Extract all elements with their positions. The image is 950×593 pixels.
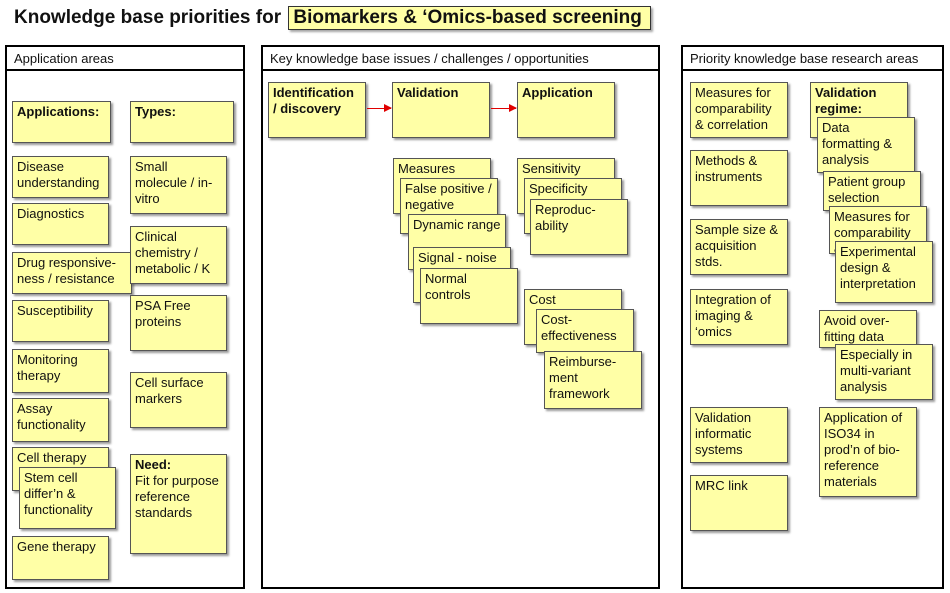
research-note: Integration of imaging & ‘omics bbox=[690, 289, 788, 345]
application-note: Monitoring therapy bbox=[12, 349, 109, 393]
regime-note: Especially in multi-variant analysis bbox=[835, 344, 933, 400]
regime-note: Experimental design & interpretation bbox=[835, 241, 933, 303]
research-note: Measures for comparability & correlation bbox=[690, 82, 788, 138]
applications-heading-note: Applications: bbox=[12, 101, 111, 143]
stage-note-identification: Identification / discovery bbox=[268, 82, 366, 138]
key-issues-header: Key knowledge base issues / challenges /… bbox=[263, 47, 658, 71]
application-areas-panel: Application areas Applications: Types: D… bbox=[5, 45, 245, 589]
red-arrow bbox=[491, 104, 517, 112]
type-note: Cell surface markers bbox=[130, 372, 227, 428]
application-areas-header: Application areas bbox=[7, 47, 243, 71]
type-note: Small molecule / in-vitro bbox=[130, 156, 227, 214]
stage-note-application: Application bbox=[517, 82, 615, 138]
application-note: Diagnostics bbox=[12, 203, 109, 245]
title-highlight: Biomarkers & ‘Omics-based screening bbox=[288, 6, 651, 30]
page-title: Knowledge base priorities for Biomarkers… bbox=[14, 6, 651, 30]
type-note: PSA Free proteins bbox=[130, 295, 227, 351]
research-note: Sample size & acquisition stds. bbox=[690, 219, 788, 275]
type-note: Clinical chemistry / metabolic / K bbox=[130, 226, 227, 284]
iso-note: Application of ISO34 in prod’n of bio-re… bbox=[819, 407, 917, 497]
application-note: Drug responsive-ness / resistance bbox=[12, 252, 132, 294]
priority-research-header: Priority knowledge base research areas bbox=[683, 47, 942, 71]
regime-note: Data formatting & analysis bbox=[817, 117, 915, 173]
key-issues-panel: Key knowledge base issues / challenges /… bbox=[261, 45, 660, 589]
research-note: Validation informatic systems bbox=[690, 407, 788, 463]
regime-note: Avoid over-fitting data bbox=[819, 310, 917, 348]
need-heading: Need: bbox=[135, 457, 172, 472]
cost-issue-note: Reimburse-ment framework bbox=[544, 351, 642, 409]
application-note: Gene therapy bbox=[12, 536, 109, 580]
application-note: Assay functionality bbox=[12, 398, 109, 442]
research-note: MRC link bbox=[690, 475, 788, 531]
research-note: Methods & instruments bbox=[690, 150, 788, 206]
red-arrow bbox=[367, 104, 392, 112]
stage-note-validation: Validation bbox=[392, 82, 490, 138]
cost-issue-note: Cost-effectiveness bbox=[536, 309, 634, 353]
regime-note: Patient group selection bbox=[823, 171, 921, 211]
validation-issue-note: Normal controls bbox=[420, 268, 518, 324]
types-heading-note: Types: bbox=[130, 101, 234, 143]
application-note: Susceptibility bbox=[12, 300, 109, 342]
application-note: Disease understanding bbox=[12, 156, 109, 198]
need-note: Need: Fit for purpose reference standard… bbox=[130, 454, 227, 554]
title-prefix: Knowledge base priorities for bbox=[14, 7, 282, 28]
application-note: Stem cell differ’n & functionality bbox=[19, 467, 116, 529]
priority-research-panel: Priority knowledge base research areas M… bbox=[681, 45, 944, 589]
need-text: Fit for purpose reference standards bbox=[135, 473, 219, 520]
application-issue-note: Reproduc-ability bbox=[530, 199, 628, 255]
